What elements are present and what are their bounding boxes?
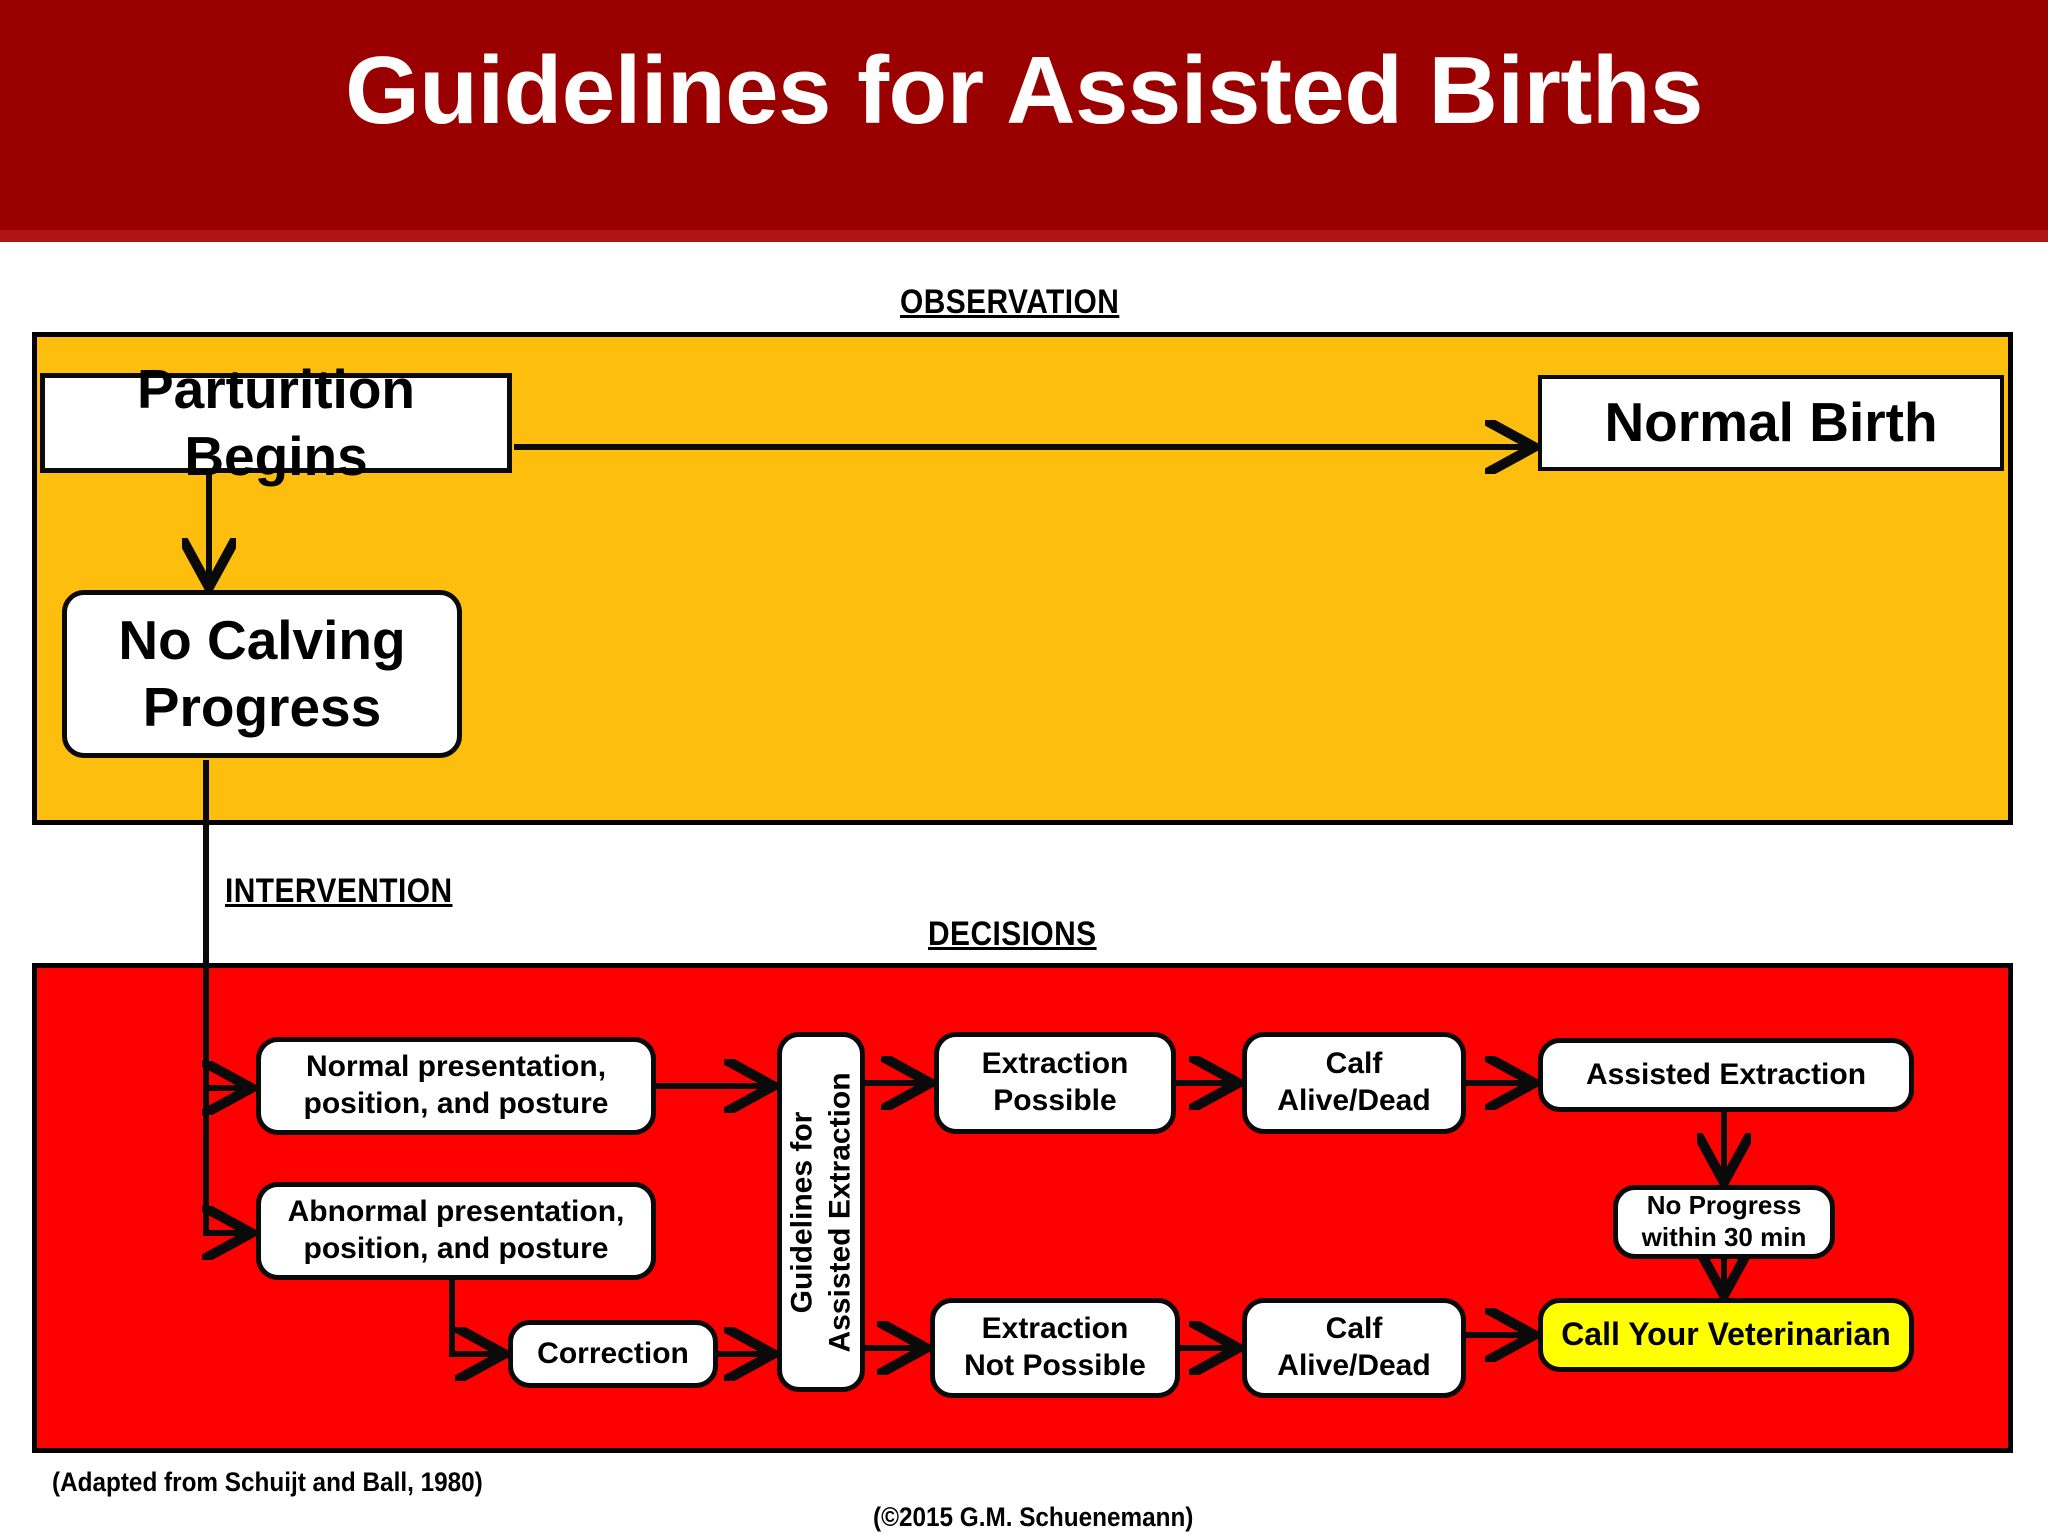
node-no-progress-within-30-min[interactable]: No Progress within 30 min [1613, 1185, 1835, 1259]
node-label-line2: position, and posture [303, 1232, 609, 1265]
header-banner-bottom-stripe [0, 230, 2048, 242]
node-label-wrapper: Calf Alive/Dead [1277, 1046, 1430, 1119]
section-label-observation: OBSERVATION [900, 283, 1120, 321]
node-correction[interactable]: Correction [508, 1320, 718, 1388]
node-label-wrapper: Normal presentation, position, and postu… [304, 1049, 609, 1122]
node-label-line2: Progress [142, 676, 382, 738]
node-assisted-extraction[interactable]: Assisted Extraction [1538, 1038, 1914, 1112]
node-label-wrapper: No Calving Progress [118, 607, 405, 741]
node-label-line1: Guidelines for [785, 1111, 819, 1313]
node-label-line1: Normal presentation, [305, 1050, 607, 1084]
node-label: Normal Birth [1604, 391, 1938, 454]
node-label-line1: Calf [1325, 1047, 1383, 1081]
section-label-decisions: DECISIONS [928, 915, 1097, 953]
node-label-line2: Alive/Dead [1277, 1084, 1431, 1117]
credit-copyright: (©2015 G.M. Schuenemann) [873, 1502, 1194, 1532]
node-label: Parturition Begins [136, 357, 416, 487]
node-label: Correction [537, 1336, 689, 1370]
node-label-wrapper: Abnormal presentation, position, and pos… [288, 1194, 625, 1267]
page-title: Guidelines for Assisted Births [345, 37, 1703, 144]
node-label-wrapper: Calf Alive/Dead [1277, 1311, 1430, 1384]
node-label-line1: No Progress [1646, 1190, 1802, 1221]
node-label-line2: position, and posture [303, 1087, 609, 1120]
node-label-line1: Calf [1325, 1312, 1383, 1346]
node-label-line2: Alive/Dead [1277, 1349, 1431, 1382]
node-label-line2: within 30 min [1641, 1222, 1807, 1252]
node-label-wrapper: Extraction Not Possible [964, 1311, 1146, 1384]
node-label-line1: Extraction [981, 1312, 1129, 1346]
node-calf-alive-dead-bottom[interactable]: Calf Alive/Dead [1242, 1298, 1466, 1398]
section-label-intervention: INTERVENTION [225, 872, 453, 910]
node-label-line1: No Calving [118, 608, 406, 671]
node-label-line1: Abnormal presentation, [287, 1195, 625, 1229]
node-label: Call Your Veterinarian [1561, 1316, 1891, 1353]
node-call-your-veterinarian[interactable]: Call Your Veterinarian [1538, 1298, 1914, 1372]
node-extraction-not-possible[interactable]: Extraction Not Possible [930, 1298, 1180, 1398]
node-label-wrapper: Guidelines for Assisted Extraction [784, 1072, 859, 1352]
header-banner: Guidelines for Assisted Births [0, 0, 2048, 242]
node-parturition-begins[interactable]: Parturition Begins [40, 358, 512, 487]
node-label-line1: Extraction [981, 1047, 1129, 1081]
node-normal-birth[interactable]: Normal Birth [1538, 375, 2004, 471]
credit-adapted-from: (Adapted from Schuijt and Ball, 1980) [52, 1467, 483, 1497]
node-abnormal-presentation[interactable]: Abnormal presentation, position, and pos… [256, 1182, 656, 1280]
node-label-line2: Not Possible [964, 1349, 1146, 1382]
node-normal-presentation[interactable]: Normal presentation, position, and postu… [256, 1037, 656, 1135]
node-label-wrapper: Extraction Possible [982, 1046, 1129, 1119]
node-label: Assisted Extraction [1585, 1057, 1867, 1091]
node-label-wrapper: No Progress within 30 min [1642, 1190, 1807, 1253]
node-extraction-possible[interactable]: Extraction Possible [934, 1032, 1176, 1134]
node-guidelines-for-assisted-extraction[interactable]: Guidelines for Assisted Extraction [777, 1032, 865, 1392]
node-label-line2: Assisted Extraction [823, 1071, 856, 1353]
node-no-calving-progress[interactable]: No Calving Progress [62, 590, 462, 758]
node-calf-alive-dead-top[interactable]: Calf Alive/Dead [1242, 1032, 1466, 1134]
node-label-line2: Possible [993, 1084, 1117, 1117]
